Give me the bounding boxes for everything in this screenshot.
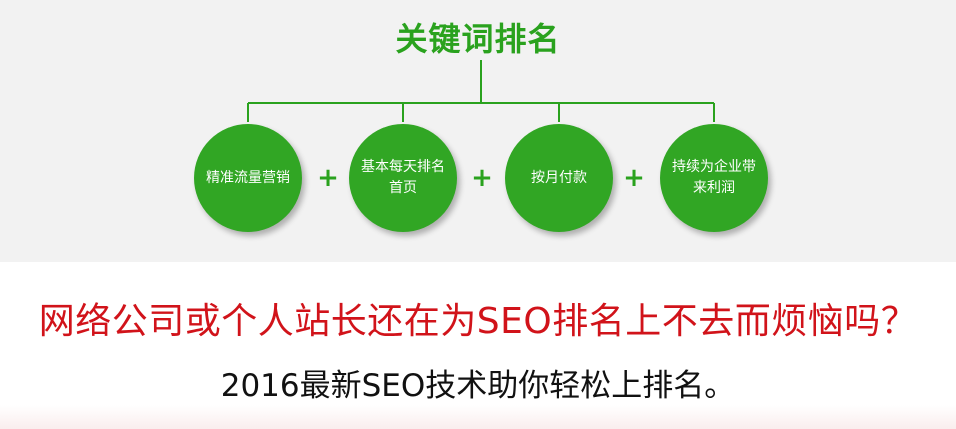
headline-question: 网络公司或个人站长还在为SEO排名上不去而烦恼吗？ (38, 301, 918, 342)
diagram-panel (0, 0, 956, 262)
bottom-fade (0, 405, 956, 429)
feature-circle-monthly-payment: 按月付款 (505, 124, 613, 232)
feature-label: 按月付款 (531, 169, 587, 186)
diagram-title: 关键词排名 (395, 20, 561, 58)
feature-circle-continuous-profit: 持续为企业带 来利润 (660, 124, 768, 232)
feature-label: 基本每天排名 首页 (361, 159, 445, 196)
subline-promo: 2016最新SEO技术助你轻松上排名。 (220, 368, 736, 404)
feature-label: 精准流量营销 (206, 169, 290, 186)
connector-lines (247, 60, 715, 122)
plus-sign: + (317, 163, 339, 193)
plus-sign: + (471, 163, 493, 193)
feature-circle-daily-ranking: 基本每天排名 首页 (349, 124, 457, 232)
plus-sign: + (623, 163, 645, 193)
feature-circle-precise-traffic: 精准流量营销 (194, 124, 302, 232)
feature-label: 持续为企业带 来利润 (672, 159, 756, 196)
